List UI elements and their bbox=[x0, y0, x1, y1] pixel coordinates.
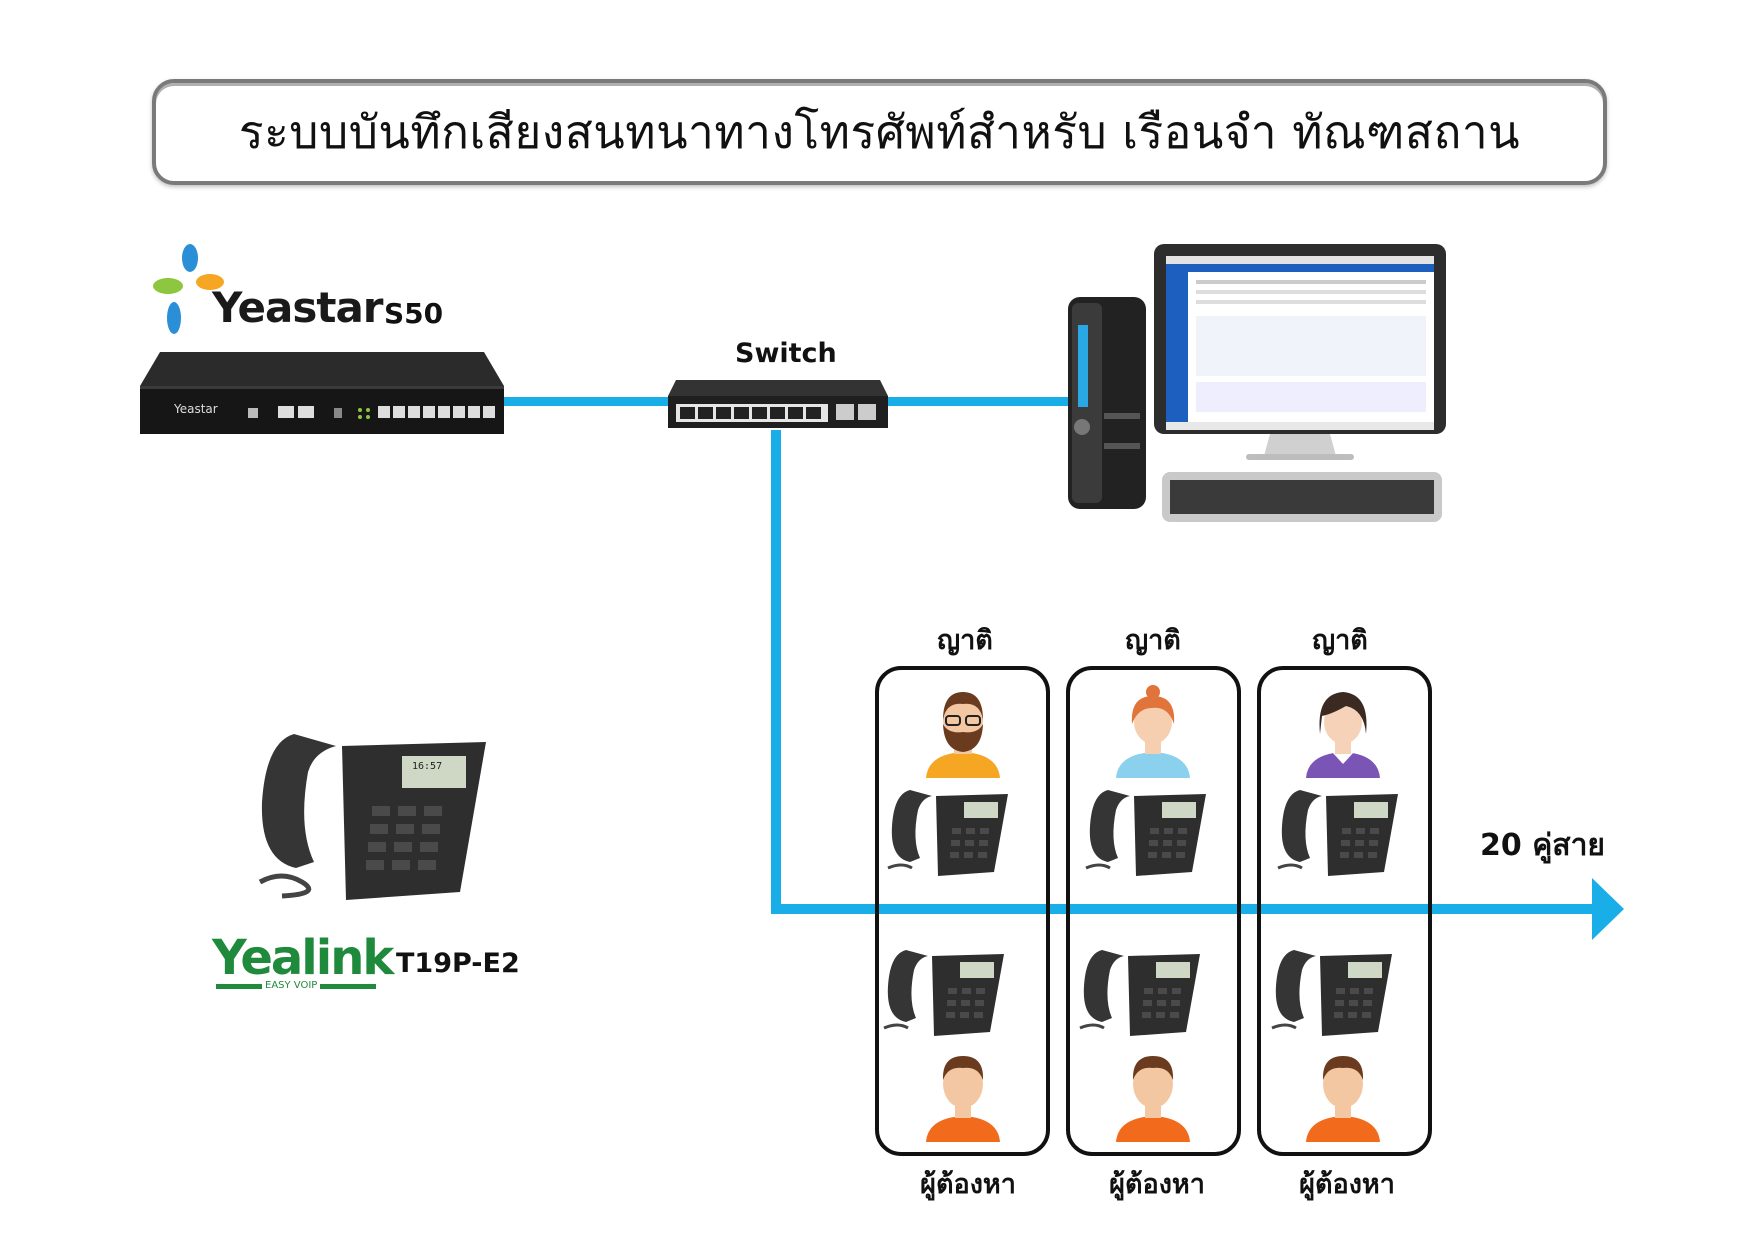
pbx-device bbox=[140, 352, 504, 434]
line-phones bbox=[771, 904, 1601, 914]
phone-icon bbox=[1079, 950, 1200, 1036]
switch-label: Switch bbox=[735, 338, 837, 369]
phone-tagline: EASY VOIP bbox=[262, 980, 321, 991]
line-switch-pc bbox=[888, 397, 1068, 406]
page-title: ระบบบันทึกเสียงสนทนาทางโทรศัพท์สำหรับ เร… bbox=[238, 104, 1521, 159]
group-box-3 bbox=[1257, 666, 1432, 1156]
inmate-label-2: ผู้ต้องหา bbox=[1109, 1169, 1205, 1200]
phone-icon bbox=[1277, 790, 1398, 876]
computer-tower bbox=[1068, 297, 1146, 509]
inmate-label-3: ผู้ต้องหา bbox=[1299, 1169, 1395, 1200]
phone-icon bbox=[1271, 950, 1392, 1036]
inmate-avatar-icon bbox=[1116, 1056, 1190, 1142]
relative-label-1: ญาติ bbox=[937, 625, 993, 656]
phone-brand: Yealink bbox=[212, 930, 394, 986]
pbx-front-logo: Yeastar bbox=[174, 402, 218, 416]
line-switch-down bbox=[771, 430, 781, 914]
woman-icon bbox=[1116, 685, 1190, 778]
inmate-label-1: ผู้ต้องหา bbox=[920, 1169, 1016, 1200]
lines-count-label: 20 คู่สาย bbox=[1480, 828, 1605, 863]
line-pbx-switch bbox=[500, 397, 670, 406]
switch-device bbox=[668, 380, 888, 428]
phone-icon bbox=[883, 950, 1004, 1036]
phone-icon bbox=[887, 790, 1008, 876]
yealink-phone-large bbox=[258, 734, 486, 900]
pbx-model: S50 bbox=[384, 297, 444, 330]
inmate-avatar-icon bbox=[926, 1056, 1000, 1142]
bearded-man-icon bbox=[926, 692, 1000, 778]
title-box: ระบบบันทึกเสียงสนทนาทางโทรศัพท์สำหรับ เร… bbox=[152, 79, 1607, 185]
computer-monitor bbox=[1154, 244, 1446, 522]
relative-label-3: ญาติ bbox=[1312, 625, 1368, 656]
phone-screen-time: 16:57 bbox=[412, 761, 443, 772]
arrow-head-icon bbox=[1592, 878, 1624, 940]
group-box-1 bbox=[875, 666, 1050, 1156]
group-box-2 bbox=[1066, 666, 1241, 1156]
yeastar-logo-icon bbox=[153, 244, 224, 334]
pbx-brand: Yeastar bbox=[212, 283, 384, 332]
relative-label-2: ญาติ bbox=[1125, 625, 1181, 656]
phone-icon bbox=[1085, 790, 1206, 876]
girl-icon bbox=[1306, 692, 1380, 778]
inmate-avatar-icon bbox=[1306, 1056, 1380, 1142]
phone-model: T19P-E2 bbox=[396, 948, 520, 979]
